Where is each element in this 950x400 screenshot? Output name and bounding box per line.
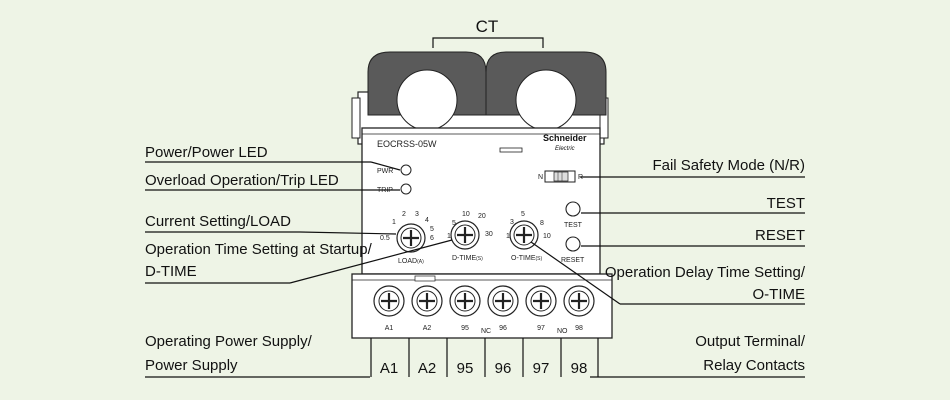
ct-label: CT (476, 17, 499, 36)
svg-text:5: 5 (430, 226, 434, 233)
callout-op-time-line1: Operation Time Setting at Startup/ (145, 241, 373, 258)
svg-text:4: 4 (425, 217, 429, 224)
test-button-label: TEST (564, 222, 583, 229)
svg-text:6: 6 (430, 235, 434, 242)
wire-label-a2: A2 (418, 360, 436, 377)
callout-supply-line2: Power Supply (145, 357, 238, 374)
terminal-label-97: 97 (537, 325, 545, 332)
terminal-label-95: 95 (461, 325, 469, 332)
terminal-label-98: 98 (575, 325, 583, 332)
terminal-a2[interactable] (411, 285, 443, 317)
svg-text:10: 10 (543, 233, 551, 240)
ct-core-right (485, 51, 607, 131)
svg-text:30: 30 (485, 231, 493, 238)
callout-output-line1: Output Terminal/ (695, 333, 806, 350)
trip-led (400, 183, 412, 195)
test-button[interactable] (565, 201, 581, 217)
callout-lines (145, 161, 805, 378)
wire-label-a1: A1 (380, 360, 398, 377)
svg-text:10: 10 (462, 211, 470, 218)
load-dial[interactable] (396, 223, 426, 253)
svg-text:5: 5 (452, 220, 456, 227)
d-time-dial[interactable] (450, 220, 480, 250)
svg-text:5: 5 (521, 211, 525, 218)
d-time-dial-label: D-TIME(S) (452, 255, 483, 262)
ct-core-left (367, 51, 487, 131)
callout-current-setting: Current Setting/LOAD (145, 213, 291, 230)
terminal-label-a2: A2 (423, 325, 432, 332)
nc-label: NC (481, 328, 491, 335)
terminal-wiring: A1 A2 95 96 97 98 (370, 338, 599, 377)
terminal-a1[interactable] (373, 285, 405, 317)
callout-op-delay-line2: O-TIME (753, 286, 806, 303)
load-dial-label: LOAD(A) (398, 258, 424, 265)
wire-label-97: 97 (533, 360, 550, 377)
reset-button[interactable] (565, 236, 581, 252)
svg-text:3: 3 (415, 211, 419, 218)
callout-output-line2: Relay Contacts (703, 357, 805, 374)
brand-logo: Schneider (543, 133, 587, 143)
load-ticks: 1 2 3 4 5 6 0.5 (380, 211, 434, 242)
svg-text:2: 2 (402, 211, 406, 218)
terminal-95[interactable] (449, 285, 481, 317)
callout-fail-safety: Fail Safety Mode (N/R) (652, 157, 805, 174)
svg-text:0.5: 0.5 (380, 235, 390, 242)
terminal-label-96: 96 (499, 325, 507, 332)
callout-op-time-line2: D-TIME (145, 263, 197, 280)
d-time-ticks: 5 10 20 30 1 (447, 211, 493, 240)
callout-overload-led: Overload Operation/Trip LED (145, 172, 339, 189)
terminal-97[interactable] (525, 285, 557, 317)
svg-text:1: 1 (506, 233, 510, 240)
model-label: EOCRSS-05W (377, 139, 437, 149)
svg-text:1: 1 (447, 233, 451, 240)
svg-text:3: 3 (510, 219, 514, 226)
o-time-dial[interactable] (509, 220, 539, 250)
terminal-98[interactable] (563, 285, 595, 317)
ct-bracket (432, 37, 544, 48)
wire-label-95: 95 (457, 360, 474, 377)
callout-test: TEST (767, 195, 805, 212)
pwr-led-label: PWR (377, 168, 393, 175)
svg-text:20: 20 (478, 213, 486, 220)
svg-text:8: 8 (540, 220, 544, 227)
terminal-screws: A1 A2 95 96 97 98 (373, 285, 595, 332)
wire-label-98: 98 (571, 360, 588, 377)
callout-supply-line1: Operating Power Supply/ (145, 333, 313, 350)
wire-label-96: 96 (495, 360, 512, 377)
callout-reset: RESET (755, 227, 805, 244)
terminal-label-a1: A1 (385, 325, 394, 332)
no-label: NO (557, 328, 568, 335)
relay-body (361, 127, 601, 275)
svg-text:1: 1 (392, 219, 396, 226)
switch-n-label: N (538, 174, 543, 181)
clip-left (351, 97, 361, 139)
callout-power-led: Power/Power LED (145, 144, 268, 161)
brand-sub: Electric (555, 146, 575, 152)
terminal-96[interactable] (487, 285, 519, 317)
o-time-dial-label: O-TIME(S) (511, 255, 543, 262)
pwr-led (400, 164, 412, 176)
o-time-ticks: 3 5 8 10 1 (506, 211, 551, 240)
callout-op-delay-line1: Operation Delay Time Setting/ (605, 264, 806, 281)
reset-button-label: RESET (561, 257, 585, 264)
